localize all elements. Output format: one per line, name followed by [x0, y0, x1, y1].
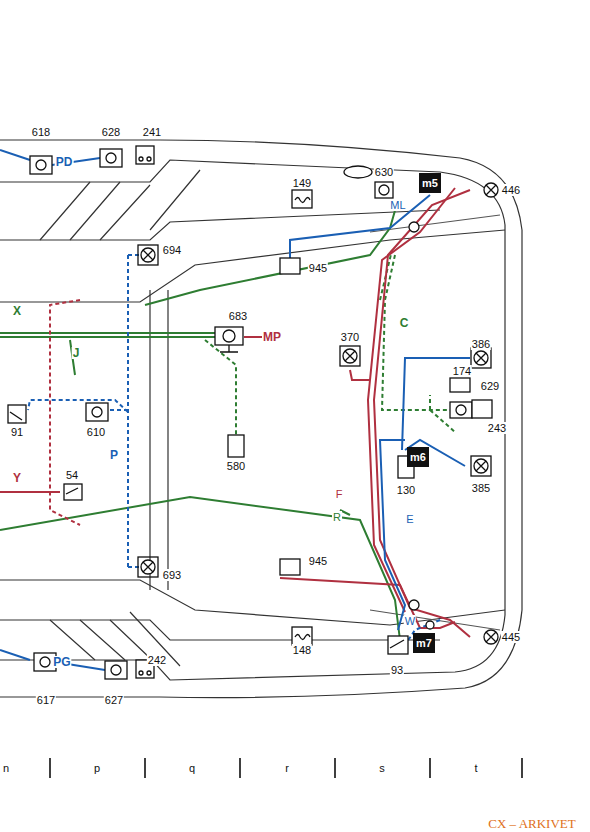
- connector-block: m6: [407, 447, 429, 467]
- callout-number: 174: [452, 365, 472, 377]
- connector-label: m5: [422, 177, 438, 189]
- callout-number: 627: [104, 694, 124, 706]
- callout-number: 683: [228, 310, 248, 322]
- callout-number: 243: [487, 422, 507, 434]
- callout-number: C: [399, 317, 410, 329]
- callout-number: ML: [389, 199, 406, 211]
- callout-number: 148: [292, 644, 312, 656]
- callout-number: F: [335, 488, 344, 500]
- callout-number: 693: [162, 569, 182, 581]
- callout-number: R: [332, 511, 342, 523]
- connector-label: m6: [410, 451, 426, 463]
- callout-number: 446: [501, 184, 521, 196]
- callout-number: 130: [396, 484, 416, 496]
- callout-number: 93: [390, 664, 404, 676]
- grid-letter: q: [188, 762, 196, 774]
- callout-number: 580: [226, 460, 246, 472]
- callout-number: 149: [292, 177, 312, 189]
- callout-number: X: [12, 305, 22, 317]
- callout-number: 630: [374, 166, 394, 178]
- grid-letter: p: [93, 762, 101, 774]
- callout-number: PD: [55, 156, 74, 168]
- callout-number: 610: [86, 426, 106, 438]
- connector-block: m7: [413, 633, 435, 653]
- callout-number: 91: [10, 426, 24, 438]
- callout-number: 54: [65, 469, 79, 481]
- callout-number: 385: [471, 482, 491, 494]
- callout-number: PG: [52, 656, 71, 668]
- connector-block: m5: [419, 173, 441, 193]
- callout-number: 945: [308, 262, 328, 274]
- connector-label: m7: [416, 637, 432, 649]
- grid-letter: n: [2, 762, 10, 774]
- callout-number: 618: [31, 126, 51, 138]
- callout-number: 241: [142, 126, 162, 138]
- callout-number: 386: [471, 338, 491, 350]
- grid-letter: s: [378, 762, 386, 774]
- grid-letter: t: [473, 762, 478, 774]
- callout-number: E: [405, 513, 414, 525]
- callout-number: MP: [262, 331, 282, 343]
- callout-number: P: [109, 449, 119, 461]
- callout-number: 617: [36, 694, 56, 706]
- callout-number: 945: [308, 555, 328, 567]
- callout-number: 242: [147, 654, 167, 666]
- callout-number: 694: [162, 244, 182, 256]
- callout-number: J: [72, 347, 81, 359]
- callout-number: 445: [501, 631, 521, 643]
- callout-number: 370: [340, 331, 360, 343]
- callout-number: 628: [101, 126, 121, 138]
- watermark: CX – ARKIVET: [487, 818, 576, 830]
- callout-number: W: [404, 615, 416, 627]
- callout-number: 629: [480, 380, 500, 392]
- callout-number: Y: [12, 472, 22, 484]
- grid-letter: r: [284, 762, 290, 774]
